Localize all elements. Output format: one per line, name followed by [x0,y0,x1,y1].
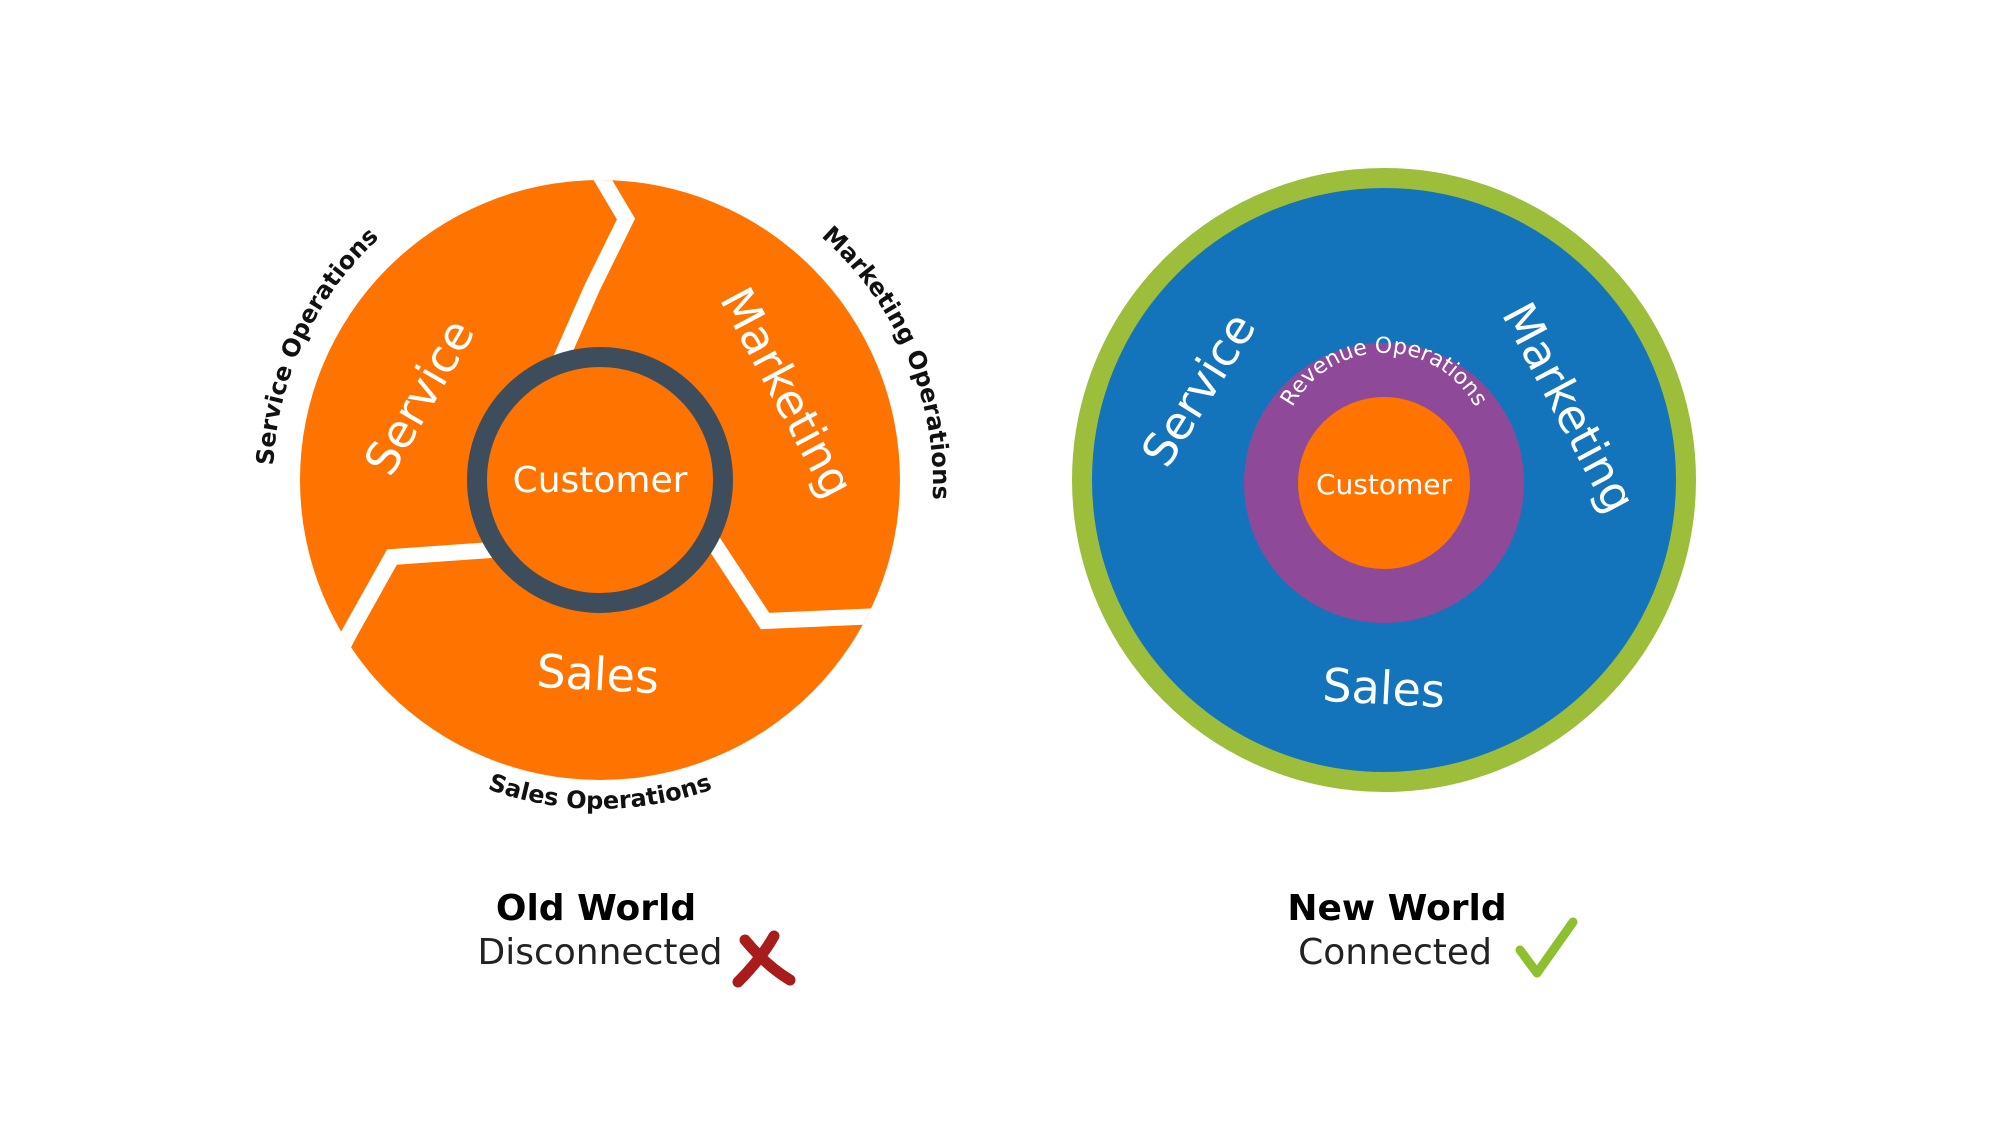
gap-service-marketing [548,180,636,374]
cross-mark-icon [732,930,796,988]
old-world-diagram: Customer Service Marketing Sales Service… [251,180,955,815]
new-world-sales-label: Sales [1321,658,1446,718]
new-world-title: New World [1287,888,1506,929]
new-world-diagram: Customer Revenue Operations Service Mark… [1072,168,1696,792]
old-world-customer-label: Customer [513,460,688,501]
new-world-subtitle: Connected [1298,932,1492,973]
new-world-customer-label: Customer [1316,468,1452,501]
new-world-caption: New World Connected [1287,888,1578,978]
gap-marketing-sales [693,517,900,630]
old-world-sales-label: Sales [535,644,660,704]
new-world-customer-core [1298,397,1470,569]
old-world-subtitle: Disconnected [478,932,723,973]
old-world-customer-ring [467,347,733,613]
old-world-title: Old World [496,888,696,929]
check-mark-icon [1515,917,1578,978]
old-world-caption: Old World Disconnected [478,888,796,988]
